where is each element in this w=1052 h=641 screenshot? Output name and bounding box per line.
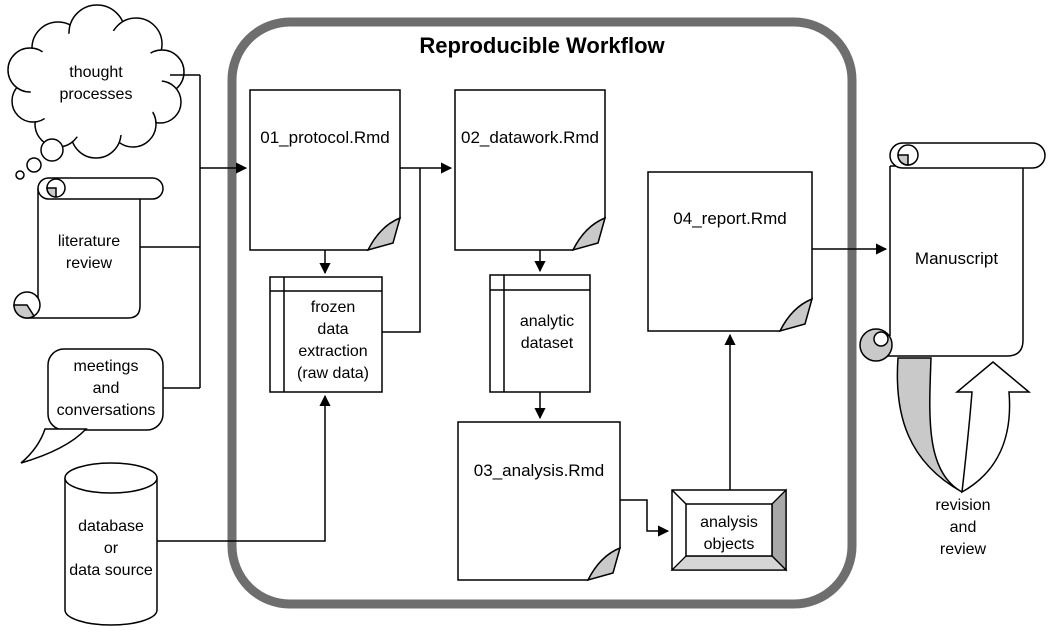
analysis-objects-frame-shape: [670, 488, 788, 572]
meetings-label: meetings and conversations: [56, 358, 156, 419]
protocol-doc-label: 01_protocol.Rmd: [260, 128, 390, 147]
frozen-data-label: frozen data extraction (raw data): [296, 299, 370, 382]
workflow-container-border: [227, 17, 857, 609]
analysis-doc-label: 03_analysis.Rmd: [473, 461, 605, 480]
literature-scroll-shape: [13, 177, 164, 319]
frozen-data-storage-shape: [269, 276, 383, 393]
database-cylinder-shape: [64, 462, 158, 626]
analysis-doc-shape: [457, 421, 622, 582]
workflow-title: Reproducible Workflow: [419, 33, 665, 58]
connector-edges: [140, 74, 888, 542]
revision-loop-arrow: [896, 357, 1032, 494]
speech-bubble-shape: [20, 348, 164, 464]
analysis-objects-label: analysis objects: [700, 514, 758, 553]
report-doc-shape: [647, 171, 814, 333]
datawork-doc-shape: [454, 89, 607, 252]
analytic-dataset-storage-shape: [489, 274, 591, 393]
database-label: database or data source: [69, 518, 153, 579]
protocol-doc-shape: [249, 89, 402, 252]
analytic-dataset-label: analytic dataset: [519, 313, 575, 352]
thought-cloud-shape: [7, 4, 185, 180]
report-doc-label: 04_report.Rmd: [673, 209, 787, 228]
datawork-doc-label: 02_datawork.Rmd: [461, 128, 599, 147]
literature-review-label: literature review: [57, 233, 121, 272]
manuscript-label: Manuscript: [914, 249, 999, 268]
thought-processes-label: thought processes: [59, 64, 133, 103]
revision-review-label: revision and review: [935, 497, 991, 558]
manuscript-scroll-shape: [859, 142, 1046, 362]
